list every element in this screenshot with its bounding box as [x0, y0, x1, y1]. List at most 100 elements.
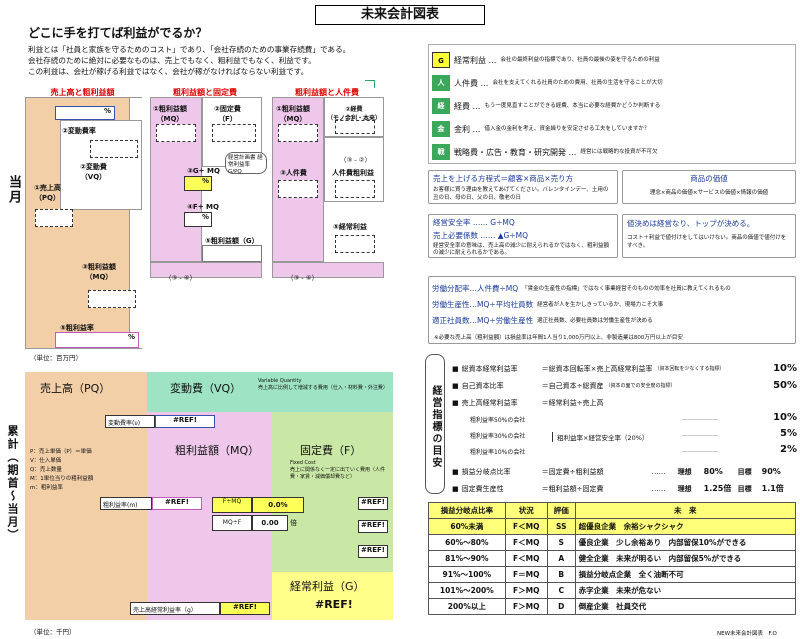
- mgmt-key: 自己資本比率: [461, 381, 504, 390]
- header-fixed: 粗利益額と固定費: [173, 88, 237, 97]
- productivity-list: 労働分配率 …人件費÷MQ「賃金の生産性の指標」ではなく事業経営そのものの効率を…: [432, 280, 792, 328]
- pq-input[interactable]: [35, 209, 73, 227]
- vq-rate-box[interactable]: %: [55, 106, 115, 120]
- c2-calc: （③ - ④）: [165, 274, 197, 282]
- kpi-name: 経費 …: [454, 101, 481, 111]
- mgmt-target-value: 90%: [761, 467, 781, 476]
- c3-labor-input[interactable]: [278, 180, 318, 198]
- f-ref-2[interactable]: #REF!: [358, 520, 388, 533]
- vq-rate-label: 変動費率(ν): [105, 415, 155, 428]
- f-mq-box[interactable]: %: [184, 212, 212, 227]
- prod-desc: 経営者が人を生かしきっているか、現場力こそ大事: [537, 302, 664, 308]
- prod-name: 労働分配率: [432, 283, 470, 293]
- mgmt-key: 損益分岐点比率: [461, 467, 511, 476]
- mgmt-value: 10%: [773, 363, 797, 374]
- header-labor: 粗利益額と人件費: [295, 88, 359, 97]
- bep-cell: 超優良企業 余裕シャクシャク: [574, 518, 797, 535]
- mgmt-key: 総資本経常利益率: [461, 364, 518, 373]
- c2-bottom: [150, 262, 262, 278]
- monthly-label: 当月: [6, 175, 21, 205]
- bep-cell: F＞MQ: [504, 582, 548, 599]
- c3-labor-rate-input[interactable]: [335, 180, 375, 198]
- mq-rate-box[interactable]: %: [55, 332, 139, 348]
- sales-sub: お客様に買う理由を教えてあげてください。バレンタインデー、土用の丑の日、母の日、…: [433, 187, 609, 201]
- bep-cell: 81%～90%: [428, 550, 506, 567]
- monthly-unit: （単位：百万円）: [30, 354, 82, 362]
- bep-cell: 101%～200%: [428, 582, 506, 599]
- bullet-icon: ■: [452, 484, 459, 493]
- mgmt-note: （資本回転を少なくする指標）: [654, 366, 725, 372]
- mgmt-value: 50%: [773, 380, 797, 391]
- mgmt-key: 売上高経常利益率: [461, 398, 518, 407]
- c2-mq-input[interactable]: [156, 124, 196, 142]
- c2-mq-label: ①粗利益額 （MQ）: [153, 105, 187, 123]
- productivity-box: [428, 276, 796, 344]
- c3-g-input[interactable]: [335, 235, 375, 253]
- mgmt-list: ■総資本経常利益率＝総資本回転率×売上高経常利益率（資本回転を少なくする指標）1…: [452, 360, 797, 497]
- mq-input[interactable]: [88, 290, 136, 308]
- bep-cell: 損益分岐点企業 全く油断不可: [574, 566, 797, 583]
- value-box: 商品の価値 理念×商品の価値×サービスの価値×情報の価値: [622, 170, 796, 204]
- intro-text: 利益とは「社員と家族を守るためのコスト」であり、「会社存続のための事業存続費」で…: [28, 44, 408, 77]
- mgmt-label: 経営指標の目安: [430, 385, 441, 469]
- bep-cell: 60%未満: [428, 518, 506, 535]
- mgmt-target-label: 目標: [737, 484, 752, 493]
- fmq-value[interactable]: 0.0%: [252, 497, 304, 513]
- gmq-label: MQ÷F: [212, 515, 252, 531]
- prod-row: 労働分配率 …人件費÷MQ「賃金の生産性の指標」ではなく事業経営そのものの効率を…: [432, 280, 792, 296]
- f-ref-3[interactable]: #REF!: [358, 545, 388, 558]
- bep-cell: F＞MQ: [504, 598, 548, 615]
- g-value[interactable]: #REF!: [315, 598, 353, 611]
- c3-g-label: ⑤経常利益: [333, 223, 367, 231]
- bep-cell: F＜MQ: [504, 534, 548, 551]
- f-mq-label: ④F÷ MQ: [187, 203, 219, 211]
- f-title: 固定費（F）: [300, 444, 362, 457]
- mgmt-formula: ＝粗利益額÷固定費: [541, 484, 604, 493]
- safety-sub: 経営安全率の意味は、売上高の減少に耐えられるかではなく、粗利益額の減少に耐えられ…: [433, 243, 610, 256]
- bullet-icon: ■: [452, 364, 459, 373]
- prod-desc: 適正社員数、必要社員数は労働生産性が決める: [537, 318, 653, 324]
- sales-head: 売上を上げる方程式＝顧客×商品×売り方: [433, 174, 574, 183]
- bep-cell: 200%以上: [428, 598, 506, 615]
- c3-ex-input[interactable]: [335, 120, 375, 134]
- c2-g-label: ⑤粗利益額（G）: [205, 237, 259, 245]
- f-ref-1[interactable]: #REF!: [358, 497, 388, 510]
- g-area: [272, 572, 393, 620]
- g-mq-box[interactable]: %: [184, 176, 212, 191]
- gmq-value[interactable]: 0.00: [252, 515, 288, 531]
- headline: どこに手を打てば利益がでるか？: [28, 26, 208, 40]
- mq-label: ③粗利益額 （MQ）: [82, 263, 116, 281]
- bep-cell: 優良企業 少し余裕あり 内部留保10%ができる: [574, 534, 797, 551]
- arrow-icon: [365, 80, 375, 88]
- fmq-label: F÷MQ: [212, 497, 252, 513]
- g-rate-value[interactable]: #REF!: [220, 602, 270, 615]
- mq-rate-label: ⑤粗利益率: [60, 324, 94, 332]
- mgmt-sub-dots: ………………: [682, 415, 718, 422]
- prod-note: ※必要な売上高（粗利益額）は損益率は年間1人当り1,000万円以上、非製造業は8…: [434, 335, 683, 341]
- mq-rate-value[interactable]: #REF!: [152, 497, 202, 510]
- c2-f-input[interactable]: [212, 124, 256, 142]
- vq-rate-value[interactable]: #REF!: [155, 415, 215, 428]
- bep-cell: A: [546, 550, 576, 567]
- c3-mq-input[interactable]: [278, 124, 318, 142]
- vq-rate-label: ②変動費率: [62, 127, 96, 135]
- bep-cell: F＜MQ: [504, 550, 548, 567]
- bep-cell: D: [546, 598, 576, 615]
- kpi-desc: 借入金の金利を考え、資金繰りを安定させる工夫をしていますか？: [484, 125, 650, 132]
- c3-ex-calc: （③ - ②）: [340, 156, 372, 164]
- mgmt-target-value: 1.1倍: [761, 484, 784, 493]
- mgmt-formula: ＝総資本回転率×売上高経常利益率: [541, 364, 653, 373]
- mgmt-dots: ……: [651, 484, 666, 493]
- mgmt-sub-value: 10%: [773, 412, 797, 423]
- kpi-desc: 会社を支えてくれる社員のための費用、社員の生活を守ることが大切: [492, 79, 663, 86]
- value-head: 商品の価値: [690, 174, 728, 183]
- kpi-row: 人人件費 …会社を支えてくれる社員のための費用、社員の生活を守ることが大切: [432, 72, 792, 94]
- vq-input[interactable]: [90, 140, 138, 158]
